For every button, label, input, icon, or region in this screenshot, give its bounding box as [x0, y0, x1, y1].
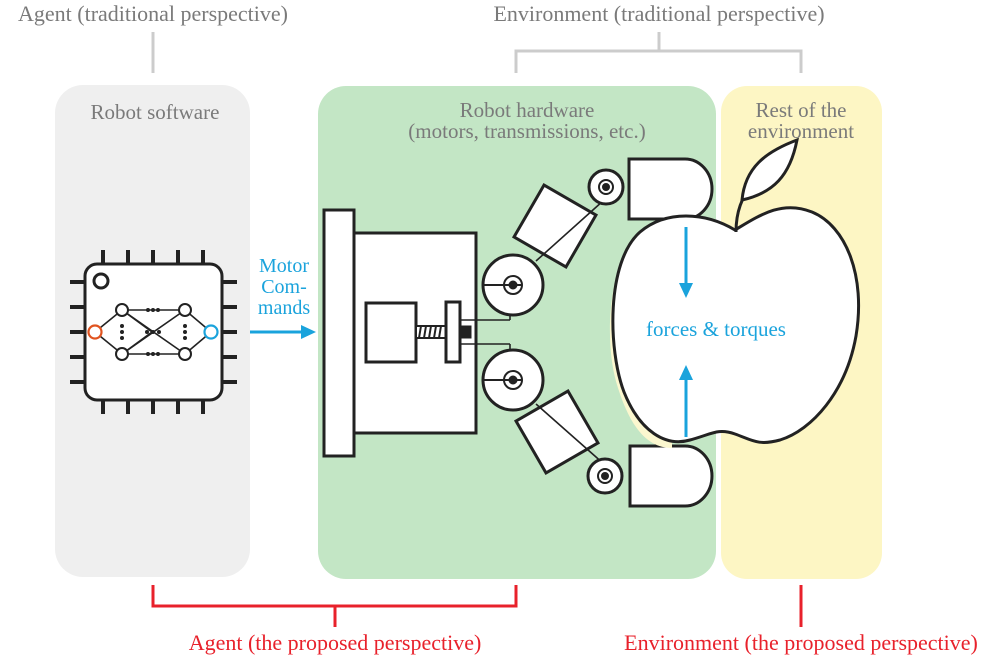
network-dots — [120, 308, 187, 356]
screw-nut — [444, 300, 462, 364]
apple-leaf — [740, 137, 799, 202]
environment-traditional-bracket — [514, 32, 803, 73]
output-node — [203, 324, 219, 340]
rest-environment-label-line2: environment — [748, 119, 854, 143]
agent-traditional-label: Agent (traditional perspective) — [18, 1, 288, 26]
robot-hardware-panel — [318, 86, 716, 579]
lower-link — [513, 388, 601, 476]
lower-fingertip — [628, 444, 714, 508]
apple-icon — [609, 137, 861, 448]
force-arrow-up — [679, 365, 693, 437]
motor-commands-arrow — [250, 325, 316, 339]
upper-fingertip — [627, 157, 714, 221]
robot-hardware-label-line1: Robot hardware — [460, 98, 595, 122]
base-plate — [322, 208, 356, 458]
environment-proposed-label: Environment (the proposed perspective) — [624, 630, 978, 655]
agent-proposed-label: Agent (the proposed perspective) — [189, 630, 482, 655]
robot-gripper — [322, 157, 714, 508]
robot-software-label: Robot software — [91, 100, 220, 124]
agent-proposed-bracket — [151, 585, 518, 627]
environment-traditional-label: Environment (traditional perspective) — [493, 1, 824, 26]
rest-environment-label-line1: Rest of the — [756, 98, 847, 122]
input-node — [87, 324, 103, 340]
upper-link — [511, 182, 599, 270]
robot-hardware-label-line2: (motors, transmissions, etc.) — [408, 119, 645, 143]
inner-motor — [364, 301, 418, 364]
force-arrow-down — [679, 227, 693, 298]
lead-screw — [415, 325, 447, 339]
motor-commands-line3: mands — [258, 297, 310, 319]
apple-body — [611, 206, 861, 444]
motor-commands-line1: Motor — [259, 255, 309, 277]
chip-dot — [92, 272, 110, 290]
forces-torques-label: forces & torques — [646, 317, 786, 341]
chip-pins — [70, 250, 237, 414]
motor-commands-line2: Com- — [261, 276, 307, 298]
neural-chip-icon — [70, 250, 237, 414]
